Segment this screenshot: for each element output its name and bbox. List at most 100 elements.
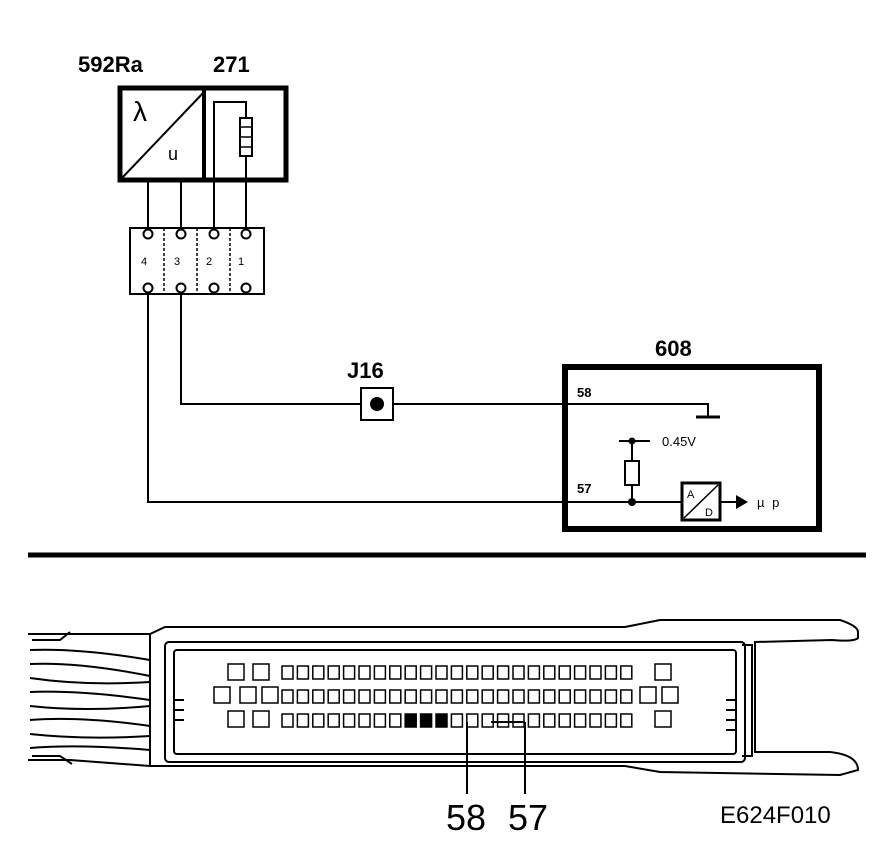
connector-cavity <box>373 713 387 728</box>
highlighted-cavity <box>404 713 417 728</box>
connector-cavity <box>358 713 371 728</box>
large-cavity <box>227 663 245 681</box>
connector-cavity <box>481 689 494 704</box>
callout-58-label: 58 <box>446 797 486 838</box>
connector-cavity <box>543 713 556 728</box>
ecu-id-label: 608 <box>655 336 692 361</box>
sensor-id-label: 592Ra <box>78 52 144 77</box>
connector-cavity <box>481 713 494 728</box>
connector-cavity <box>435 689 448 704</box>
adc-a-label: A <box>687 489 695 501</box>
large-cavity <box>252 663 270 681</box>
adc-d-label: D <box>705 507 713 519</box>
connector-cavity <box>558 689 571 704</box>
microprocessor-label: µ p <box>757 495 781 510</box>
connector-cavity <box>604 689 618 704</box>
connector-cavity <box>404 689 417 704</box>
connector-cavity <box>512 713 525 728</box>
arrow-right-icon <box>736 495 748 509</box>
connector-cavity <box>527 665 541 680</box>
connector-cavity <box>389 665 402 680</box>
connector-cavity <box>450 689 464 704</box>
large-cavity <box>654 710 672 728</box>
connector-cavity <box>296 665 310 680</box>
reference-voltage-label: 0.45V <box>662 434 696 449</box>
connector-cavity <box>573 713 587 728</box>
large-cavity <box>213 686 231 704</box>
adc-converter: A D <box>680 481 722 522</box>
connector-cavity <box>404 665 417 680</box>
pullup-resistor-icon <box>624 460 640 486</box>
connector-cavity <box>620 713 633 728</box>
connector-cavity <box>342 713 356 728</box>
connector-cavity <box>389 689 402 704</box>
connector-cavity <box>620 689 633 704</box>
connector-cavity <box>373 689 387 704</box>
heater-id-label: 271 <box>213 52 250 77</box>
heater-element <box>213 101 253 230</box>
connector-cavity <box>481 665 494 680</box>
connector-cavity <box>312 713 325 728</box>
large-cavity <box>654 663 672 681</box>
connector-cavity <box>604 713 618 728</box>
connector-cavity <box>573 665 587 680</box>
connector-cavity <box>589 665 602 680</box>
figure-code: E624F010 <box>720 802 831 829</box>
connector-cavity <box>527 689 541 704</box>
connector-cavity <box>327 689 340 704</box>
highlighted-cavity <box>419 713 433 728</box>
connector-pin-2: 2 <box>206 256 212 268</box>
connector-cavity <box>327 713 340 728</box>
connector-cavity <box>419 665 433 680</box>
connector-cavity <box>327 665 340 680</box>
connector-cavity <box>573 689 587 704</box>
wire-pin4-to-57 <box>147 293 567 503</box>
connector-cavity <box>312 665 325 680</box>
large-cavity <box>227 710 245 728</box>
connector-cavity <box>589 689 602 704</box>
connector-cavity <box>342 689 356 704</box>
connector-cavity <box>543 689 556 704</box>
connector-cavity <box>496 665 510 680</box>
lambda-symbol: λ <box>133 96 147 127</box>
connector-cavity <box>389 713 402 728</box>
ecu-connector-housing <box>28 619 860 777</box>
splice-id-label: J16 <box>347 358 384 383</box>
large-cavity <box>661 686 679 704</box>
highlighted-cavity <box>435 713 448 728</box>
connector-pin-4: 4 <box>141 256 147 268</box>
ecu-608-block: 58 57 0.45V A D µ p <box>562 364 822 532</box>
connector-cavity <box>558 713 571 728</box>
connector-cavity <box>466 665 479 680</box>
connector-cavity <box>543 665 556 680</box>
large-cavity <box>239 686 257 704</box>
oxygen-sensor-block: λ u <box>117 85 289 183</box>
connector-cavity <box>466 689 479 704</box>
sensor-connector: 4 3 2 1 <box>129 227 265 295</box>
voltage-symbol: u <box>168 144 178 164</box>
callout-57-label: 57 <box>508 797 548 838</box>
connector-cavity <box>435 665 448 680</box>
splice-j16 <box>360 387 394 421</box>
connector-cavity <box>589 713 602 728</box>
connector-cavity <box>358 689 371 704</box>
ecu-pin-57-label: 57 <box>577 481 591 496</box>
connector-cavity <box>604 665 618 680</box>
connector-cavity <box>281 689 294 704</box>
connector-cavity <box>466 713 479 728</box>
connector-cavity <box>512 689 525 704</box>
connector-cavity <box>450 713 464 728</box>
connector-cavity <box>450 665 464 680</box>
large-cavity <box>639 686 657 704</box>
connector-cavity <box>296 713 310 728</box>
connector-cavity <box>281 713 294 728</box>
connector-cavity <box>296 689 310 704</box>
connector-cavity <box>312 689 325 704</box>
connector-cavity <box>558 665 571 680</box>
wire-pin3-to-58 <box>180 293 567 405</box>
connector-cavity <box>342 665 356 680</box>
connector-cavity <box>419 689 433 704</box>
connector-cavity <box>281 665 294 680</box>
connector-cavity <box>496 689 510 704</box>
connector-cavity <box>358 665 371 680</box>
